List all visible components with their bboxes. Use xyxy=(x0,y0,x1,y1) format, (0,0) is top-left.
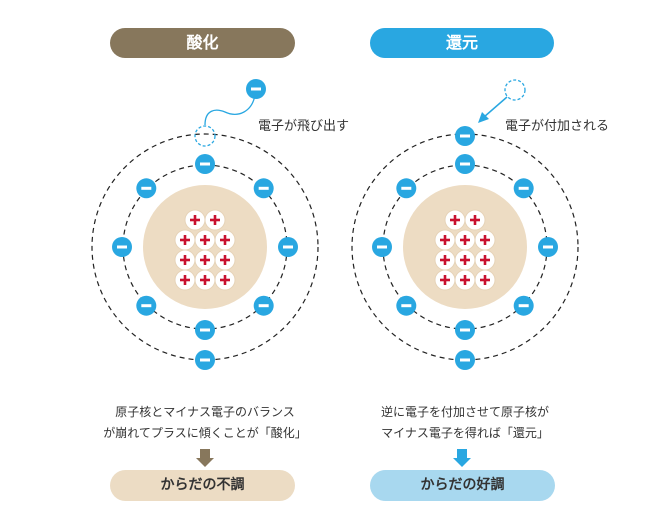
minus-sign xyxy=(460,358,470,362)
reduction-caption-line2: マイナス電子を得れば「還元」 xyxy=(381,426,549,440)
plus-v xyxy=(483,275,487,285)
electron-added-label: 電子が付加される xyxy=(505,119,610,134)
plus-v xyxy=(483,255,487,265)
minus-sign xyxy=(251,87,261,91)
minus-sign xyxy=(543,245,553,249)
plus-v xyxy=(483,235,487,245)
minus-sign xyxy=(401,186,412,190)
minus-sign xyxy=(518,186,529,190)
plus-v xyxy=(193,215,197,225)
plus-v xyxy=(213,215,217,225)
reduction-caption-line1: 逆に電子を付加させて原子核が xyxy=(380,405,549,419)
minus-sign xyxy=(200,358,210,362)
plus-v xyxy=(443,235,447,245)
oxidation-caption-line2: が崩れてプラスに傾くことが「酸化」 xyxy=(103,426,307,440)
down-arrow-icon xyxy=(453,449,471,467)
minus-sign xyxy=(460,328,470,332)
plus-v xyxy=(223,235,227,245)
plus-v xyxy=(443,275,447,285)
incoming-arrow-head xyxy=(478,112,489,123)
plus-v xyxy=(453,215,457,225)
minus-sign xyxy=(258,304,269,308)
oxidation-title: 酸化 xyxy=(110,28,295,58)
plus-v xyxy=(183,275,187,285)
oxidation-caption-line1: 原子核とマイナス電子のバランス xyxy=(115,405,295,419)
minus-sign xyxy=(200,328,210,332)
reduction-title: 還元 xyxy=(370,28,554,58)
plus-v xyxy=(473,215,477,225)
plus-v xyxy=(463,235,467,245)
electron-leaves-label: 電子が飛び出す xyxy=(258,119,350,134)
minus-sign xyxy=(460,134,470,138)
plus-v xyxy=(203,255,207,265)
empty-electron-slot xyxy=(504,79,526,101)
plus-v xyxy=(223,255,227,265)
minus-sign xyxy=(401,304,412,308)
plus-v xyxy=(183,235,187,245)
empty-electron-slot xyxy=(194,125,216,147)
plus-v xyxy=(203,235,207,245)
minus-sign xyxy=(377,245,387,249)
minus-sign xyxy=(141,304,152,308)
escape-path xyxy=(204,94,256,126)
plus-v xyxy=(463,275,467,285)
down-arrow-icon xyxy=(196,449,214,467)
plus-v xyxy=(443,255,447,265)
plus-v xyxy=(223,275,227,285)
oxidation-result: からだの不調 xyxy=(110,470,295,501)
reduction-caption: 逆に電子を付加させて原子核が マイナス電子を得れば「還元」 xyxy=(350,402,580,444)
minus-sign xyxy=(200,162,210,166)
plus-v xyxy=(203,275,207,285)
plus-v xyxy=(183,255,187,265)
reduction-result: からだの好調 xyxy=(370,470,555,501)
minus-sign xyxy=(258,186,269,190)
minus-sign xyxy=(518,304,529,308)
minus-sign xyxy=(460,162,470,166)
oxidation-caption: 原子核とマイナス電子のバランス が崩れてプラスに傾くことが「酸化」 xyxy=(90,402,320,444)
minus-sign xyxy=(283,245,293,249)
plus-v xyxy=(463,255,467,265)
minus-sign xyxy=(141,186,152,190)
incoming-arrow-line xyxy=(483,96,508,118)
outer-orbit xyxy=(91,133,319,361)
minus-sign xyxy=(117,245,127,249)
